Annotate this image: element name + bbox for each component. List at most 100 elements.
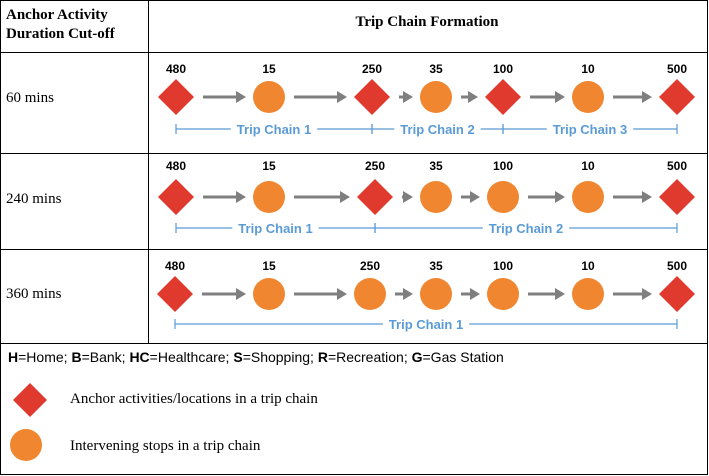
anchor-diamond (158, 79, 194, 115)
arrow (395, 288, 413, 300)
trip-chain-label: Trip Chain 3 (553, 122, 627, 137)
stop-circle (354, 278, 386, 310)
stop-circle (572, 81, 604, 113)
abbrev-key: R (318, 349, 328, 365)
stop-circle (572, 181, 604, 213)
header-col1-line2: Duration Cut-off (6, 26, 116, 42)
trip-chain-bracket: Trip Chain 3 (502, 122, 678, 137)
anchor-diamond (158, 179, 194, 215)
anchor-diamond (659, 79, 695, 115)
arrow-head (337, 91, 347, 103)
duration-label: 35 (429, 62, 443, 76)
arrow-head (470, 191, 480, 203)
arrow (528, 288, 565, 300)
duration-label: 100 (493, 62, 513, 76)
header-col2: Trip Chain Formation (355, 14, 499, 30)
trip-chain-label: Trip Chain 1 (238, 221, 312, 236)
arrow-head (403, 91, 413, 103)
arrow (203, 191, 246, 203)
arrow-head (236, 288, 246, 300)
arrow (613, 191, 652, 203)
arrow-head (555, 91, 565, 103)
arrow (202, 288, 246, 300)
abbrev-label: =Bank; (82, 349, 130, 365)
arrow (613, 288, 652, 300)
trip-chain-label: Trip Chain 2 (400, 122, 474, 137)
abbrev-key: H (8, 349, 18, 365)
arrow (294, 288, 347, 300)
stop-circle (253, 278, 285, 310)
row-label-360: 360 mins (6, 286, 62, 302)
arrow-head (403, 191, 413, 203)
trip-chain-label: Trip Chain 1 (237, 122, 311, 137)
abbrev-label: =Home; (18, 349, 71, 365)
trip-chain-label: Trip Chain 2 (489, 221, 563, 236)
anchor-diamond (659, 179, 695, 215)
trip-chain-bracket: Trip Chain 1 (175, 122, 373, 137)
arrow-head (642, 91, 652, 103)
arrow-head (337, 288, 347, 300)
arrow-head (403, 288, 413, 300)
duration-label: 100 (493, 159, 513, 173)
trip-chain-bracket: Trip Chain 1 (175, 221, 376, 236)
arrow-head (642, 288, 652, 300)
duration-label: 250 (362, 62, 382, 76)
duration-label: 500 (667, 159, 687, 173)
abbrev-key: S (233, 349, 242, 365)
duration-label: 10 (581, 159, 595, 173)
arrow-head (470, 288, 480, 300)
legend-diamond-icon (13, 383, 47, 417)
trip-chain-bracket: Trip Chain 2 (374, 221, 678, 236)
abbrev-key: G (412, 349, 423, 365)
arrow-head (236, 91, 246, 103)
duration-label: 250 (360, 259, 380, 273)
arrow (402, 191, 413, 203)
arrow-head (236, 191, 246, 203)
trip-chain-bracket: Trip Chain 2 (371, 122, 504, 137)
anchor-diamond (157, 276, 193, 312)
legend-anchor-text: Anchor activities/locations in a trip ch… (70, 391, 318, 407)
stop-circle (487, 181, 519, 213)
row-label-240: 240 mins (6, 191, 62, 207)
arrow (461, 191, 480, 203)
trip-chain-bracket: Trip Chain 1 (174, 317, 678, 332)
stop-circle (253, 181, 285, 213)
arrow (530, 91, 565, 103)
duration-label: 10 (581, 259, 595, 273)
duration-label: 500 (667, 62, 687, 76)
arrow (528, 191, 565, 203)
trip-chain-label: Trip Chain 1 (389, 317, 463, 332)
abbrev-key: HC (129, 349, 149, 365)
abbrev-label: =Shopping; (243, 349, 318, 365)
stop-circle (253, 81, 285, 113)
legend-circle-icon (10, 429, 42, 461)
duration-label: 35 (429, 159, 443, 173)
abbrev-label: =Recreation; (328, 349, 412, 365)
arrow-head (555, 288, 565, 300)
abbrev-label: =Gas Station (423, 349, 504, 365)
abbrev-key: B (71, 349, 81, 365)
stop-circle (572, 278, 604, 310)
header-col1-line1: Anchor Activity (6, 7, 108, 23)
row-label-60: 60 mins (6, 90, 54, 106)
anchor-diamond (357, 179, 393, 215)
legend-stop-text: Intervening stops in a trip chain (70, 438, 261, 454)
duration-label: 480 (165, 259, 185, 273)
anchor-diamond (485, 79, 521, 115)
stop-circle (420, 81, 452, 113)
duration-label: 35 (429, 259, 443, 273)
duration-label: 480 (166, 62, 186, 76)
legend-anchor-item: Anchor activities/locations in a trip ch… (13, 383, 318, 417)
duration-label: 250 (365, 159, 385, 173)
arrow-head (468, 91, 478, 103)
arrow (294, 191, 350, 203)
duration-label: 10 (581, 62, 595, 76)
arrow (294, 91, 347, 103)
arrow (613, 91, 652, 103)
duration-label: 15 (262, 259, 276, 273)
stop-circle (420, 278, 452, 310)
